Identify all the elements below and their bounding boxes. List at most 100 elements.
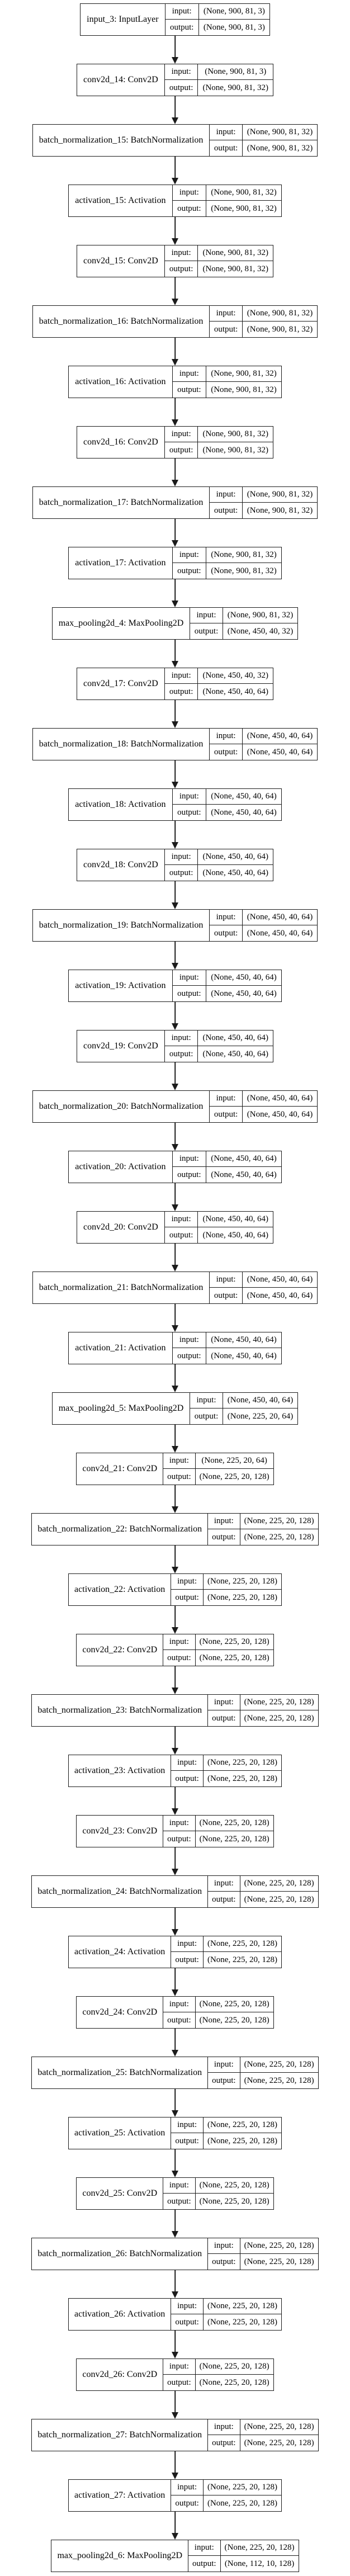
layer-node-batch_normalization_19: batch_normalization_19: BatchNormalizati… [32,909,318,942]
input-shape: (None, 225, 20, 128) [203,1936,281,1952]
input-shape: (None, 225, 20, 128) [203,2480,281,2495]
arrowhead-icon [172,1506,178,1513]
input-key: input: [208,2238,240,2254]
layer-node-conv2d_25: conv2d_25: Conv2D input: output: (None, … [76,2177,274,2210]
output-shape: (None, 900, 81, 32) [211,204,277,213]
output-key: output: [165,80,198,96]
input-shape: (None, 900, 81, 32) [243,487,317,503]
layer-label: conv2d_21: Conv2D [77,1453,164,1485]
layer-node-conv2d_16: conv2d_16: Conv2D input: output: (None, … [77,426,273,459]
arrowhead-icon [172,902,178,909]
arrow-stem [174,760,176,782]
edge-arrow [171,459,179,486]
input-shape: (None, 450, 40, 64) [243,910,317,925]
arrow-stem [174,1908,176,1930]
arrowhead-icon [172,2473,178,2479]
layer-node-conv2d_14: conv2d_14: Conv2D input: output: (None, … [77,64,273,96]
arrow-stem [174,1002,176,1024]
input-key: input: [210,1091,243,1107]
input-key: input: [164,668,198,684]
arrowhead-icon [172,1325,178,1332]
layer-label: activation_18: Activation [69,789,173,820]
edge-arrow [171,2270,179,2298]
layer-node-activation_21: activation_21: Activation input: output:… [68,1332,282,1364]
edge-arrow [171,217,179,245]
input-key: input: [164,849,198,865]
layer-node-batch_normalization_15: batch_normalization_15: BatchNormalizati… [32,124,318,157]
output-key: output: [171,1952,204,1968]
arrow-stem [174,1968,176,1990]
output-shape: (None, 450, 40, 64) [202,1049,268,1058]
arrow-stem [174,881,176,903]
arrow-stem [174,1304,176,1326]
arrowhead-icon [172,419,178,426]
input-key: input: [172,789,206,805]
layer-label: activation_25: Activation [69,2117,172,2149]
arrow-stem [174,579,176,601]
output-shape: (None, 900, 81, 32) [202,83,268,92]
layer-label: conv2d_25: Conv2D [77,2178,164,2209]
input-key: input: [163,2178,196,2194]
layer-label: conv2d_20: Conv2D [77,1212,165,1243]
arrowhead-icon [172,1808,178,1815]
arrowhead-icon [172,178,178,185]
output-shape: (None, 225, 20, 128) [244,1894,314,1904]
arrowhead-icon [172,299,178,305]
input-shape: (None, 900, 81, 3) [198,64,273,80]
edge-arrow [171,579,179,607]
output-key: output: [210,1288,243,1303]
edge-arrow [171,1847,179,1875]
layer-label: activation_24: Activation [69,1936,172,1968]
arrow-stem [174,398,176,420]
layer-label: batch_normalization_18: BatchNormalizati… [33,729,210,760]
input-shape: (None, 225, 20, 128) [240,1695,318,1710]
edge-arrow [171,2512,179,2540]
edge-arrow [171,881,179,909]
arrow-stem [174,1183,176,1205]
output-shape: (None, 900, 81, 32) [202,445,268,455]
output-shape: (None, 225, 20, 128) [244,1713,314,1723]
layer-label: batch_normalization_25: BatchNormalizati… [32,2057,209,2088]
output-shape: (None, 450, 40, 64) [247,1291,313,1300]
layer-node-activation_25: activation_25: Activation input: output:… [68,2117,282,2149]
input-shape: (None, 900, 81, 32) [198,245,273,261]
output-key: output: [165,684,198,699]
arrow-stem [174,519,176,541]
edge-arrow [171,2029,179,2057]
arrow-stem [174,1787,176,1809]
output-key: output: [165,261,198,277]
output-shape: (None, 225, 20, 128) [207,2136,277,2145]
layer-node-batch_normalization_18: batch_normalization_18: BatchNormalizati… [32,728,318,760]
layer-label: batch_normalization_23: BatchNormalizati… [32,1695,209,1726]
arrowhead-icon [172,1144,178,1151]
input-key: input: [164,1212,198,1227]
output-key: output: [173,563,206,579]
output-shape: (None, 900, 81, 3) [203,22,265,32]
input-key: input: [208,1695,240,1710]
output-key: output: [165,1046,198,1062]
input-shape: (None, 225, 20, 128) [220,2540,299,2556]
layer-label: max_pooling2d_6: MaxPooling2D [51,2540,189,2572]
arrowhead-icon [172,2533,178,2540]
output-key: output: [171,1590,204,1605]
input-shape: (None, 225, 20, 128) [203,2299,281,2314]
input-key: input: [164,1031,198,1046]
output-shape: (None, 900, 81, 32) [247,143,313,153]
arrow-stem [174,640,176,661]
input-key: input: [163,1816,196,1831]
edge-arrow [171,1425,179,1453]
edge-arrow [171,1062,179,1090]
layer-label: conv2d_26: Conv2D [77,2359,164,2390]
arrow-stem [174,96,176,118]
arrowhead-icon [172,1084,178,1090]
edge-arrow [171,1002,179,1030]
layer-node-activation_19: activation_19: Activation input: output:… [68,970,282,1002]
input-key: input: [171,2480,204,2495]
output-shape: (None, 225, 20, 128) [199,1834,269,1844]
layer-node-activation_23: activation_23: Activation input: output:… [68,1755,282,1787]
input-key: input: [208,2057,240,2073]
arrowhead-icon [172,601,178,607]
layer-node-conv2d_21: conv2d_21: Conv2D input: output: (None, … [76,1453,274,1485]
arrowhead-icon [172,2352,178,2358]
edge-arrow [171,1244,179,1272]
